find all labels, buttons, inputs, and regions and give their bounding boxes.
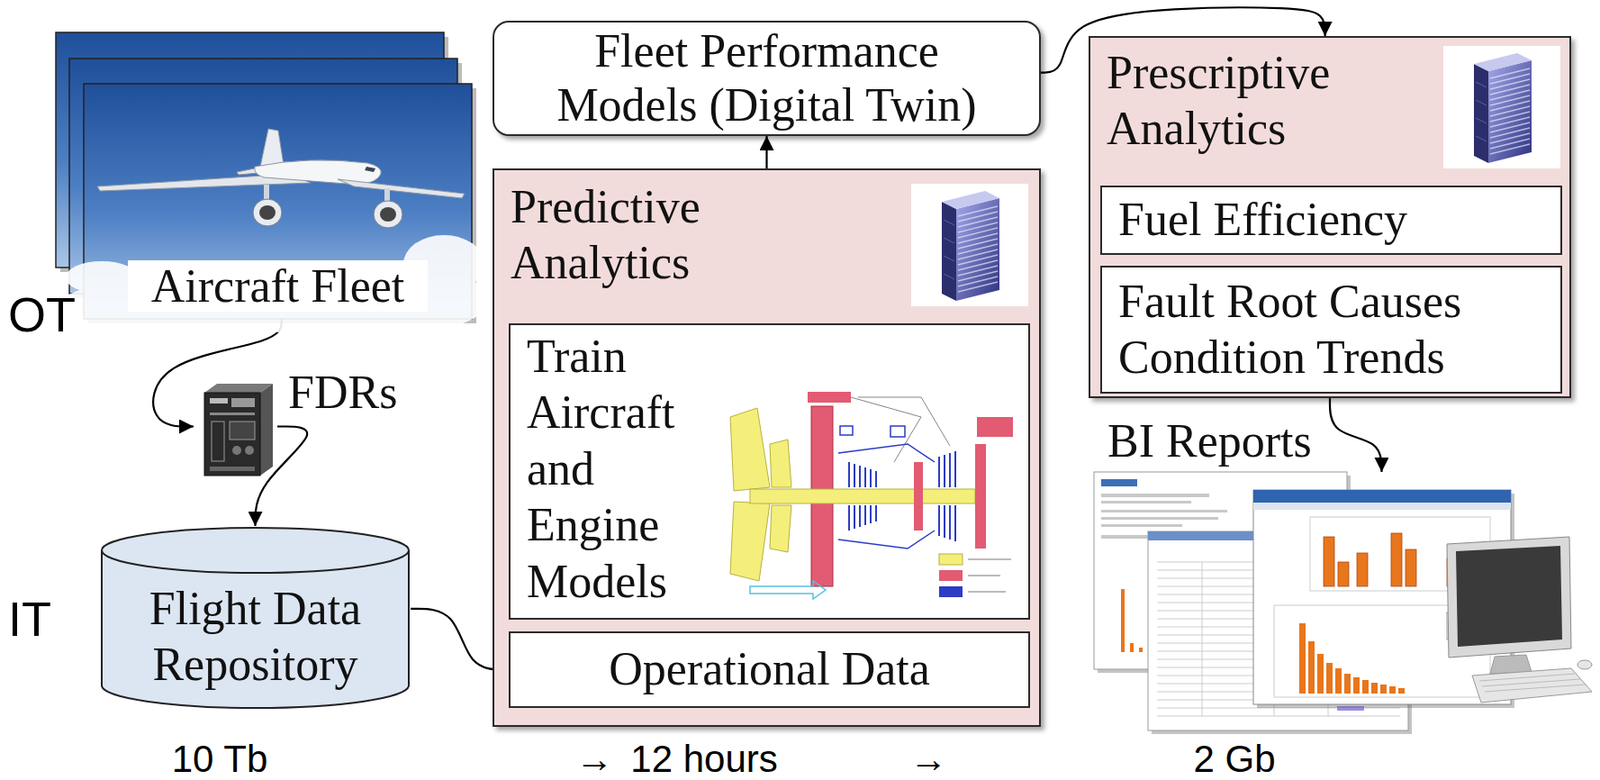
flow-arrow-symbol: → <box>575 740 614 778</box>
fleet-photo: Aircraft Fleet <box>83 83 472 319</box>
analytics-panel: Train Aircraft and Engine ModelsOperatio… <box>492 168 1041 727</box>
flow-connector <box>1329 397 1382 472</box>
panel-heading: Prescriptive Analytics <box>1106 45 1330 158</box>
report-heading: BI Reports <box>1107 413 1312 470</box>
box-label: Fuel Efficiency <box>1118 191 1408 248</box>
layer-label: OT <box>8 289 76 339</box>
data-size: 2 Gb <box>1193 740 1275 778</box>
flight-recorder-icon <box>193 372 278 480</box>
box-label: Fault Root Causes <box>1118 273 1462 330</box>
analytics-panel: Fuel EfficiencyFault Root CausesConditio… <box>1088 36 1572 398</box>
database-cylinder: Flight Data Repository <box>99 525 411 710</box>
engine-schematic <box>714 389 1021 606</box>
database-label: Flight Data Repository <box>117 580 393 694</box>
data-size: 10 Tb <box>171 740 269 778</box>
duration: 12 hours <box>630 740 778 778</box>
photo-caption: Aircraft Fleet <box>127 260 429 312</box>
flight-recorder: FDRs <box>193 372 278 480</box>
server-icon <box>911 183 1029 307</box>
data-box: Operational Data <box>508 631 1031 708</box>
report-stack: BI Reports <box>1093 471 1511 731</box>
layer-label: IT <box>8 594 52 643</box>
result-box: Fault Root CausesCondition Trends <box>1100 265 1563 394</box>
flow-connector <box>765 135 768 169</box>
report-screens <box>1093 471 1599 733</box>
server-icon <box>1443 45 1561 169</box>
box-label: Fleet Performance Models (Digital Twin) <box>534 24 999 133</box>
training-box: Train Aircraft and Engine Models <box>508 323 1031 620</box>
box-label: Operational Data <box>608 641 931 697</box>
flow-arrow-symbol: → <box>909 740 948 778</box>
model-box: Fleet Performance Models (Digital Twin) <box>492 20 1041 136</box>
box-label: Condition Trends <box>1118 329 1446 386</box>
device-label: FDRs <box>288 364 398 421</box>
panel-heading: Predictive Analytics <box>510 179 701 292</box>
box-label: Train Aircraft and Engine Models <box>526 328 676 610</box>
result-box: Fuel Efficiency <box>1100 185 1563 255</box>
